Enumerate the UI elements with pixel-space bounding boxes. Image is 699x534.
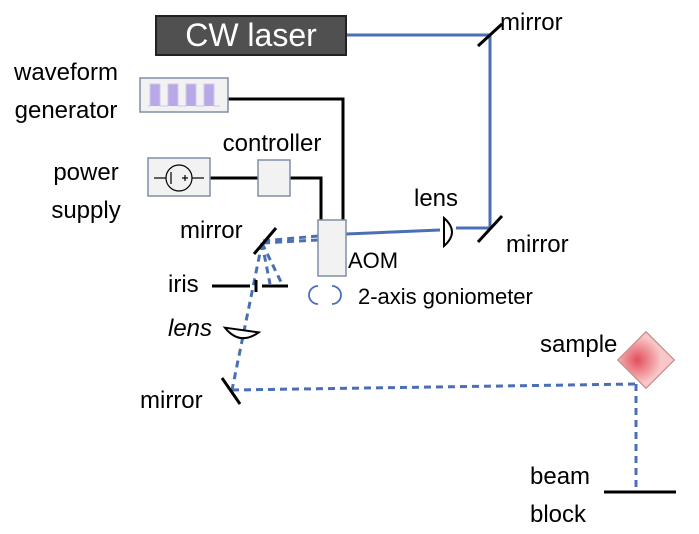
lens-upper (443, 215, 453, 249)
lens-lower-label: lens (168, 315, 212, 342)
lens-upper-label: lens (414, 185, 458, 212)
lens-lower (222, 326, 262, 340)
power-supply (147, 157, 211, 197)
waveform-label-line2: generator (15, 97, 118, 124)
waveform-label-line1: waveform (13, 59, 118, 86)
cw-laser-label: CW laser (185, 17, 317, 53)
sample-crystal (616, 330, 676, 390)
controller-label: controller (223, 130, 322, 157)
goniometer-icon (308, 285, 342, 305)
power-label-line1: power (53, 159, 118, 186)
mirror-left-label: mirror (180, 217, 243, 244)
mirror-bottom (220, 377, 242, 405)
iris (212, 280, 288, 292)
power-label-line2: supply (51, 197, 120, 224)
beam-dashed-paths (230, 234, 638, 490)
mirror-top-right (476, 22, 504, 48)
mirror-right (476, 214, 504, 244)
goniometer-label: 2-axis goniometer (358, 284, 533, 309)
mirror-bottom-label: mirror (140, 387, 203, 414)
beam-block-label-line2: block (530, 501, 587, 528)
mirror-left (252, 227, 278, 255)
mirror-top-right-label: mirror (500, 9, 563, 36)
beam-block-label-line1: beam (530, 463, 590, 490)
beam-solid-path (345, 33, 492, 236)
iris-label: iris (168, 271, 199, 298)
cw-laser-box (155, 15, 347, 56)
waveform-generator (139, 77, 229, 113)
sample-label: sample (540, 331, 617, 358)
mirror-right-label: mirror (506, 231, 569, 258)
cables (210, 97, 345, 220)
aom-box (317, 219, 347, 277)
aom-label: AOM (348, 248, 398, 273)
controller-box (257, 159, 291, 197)
